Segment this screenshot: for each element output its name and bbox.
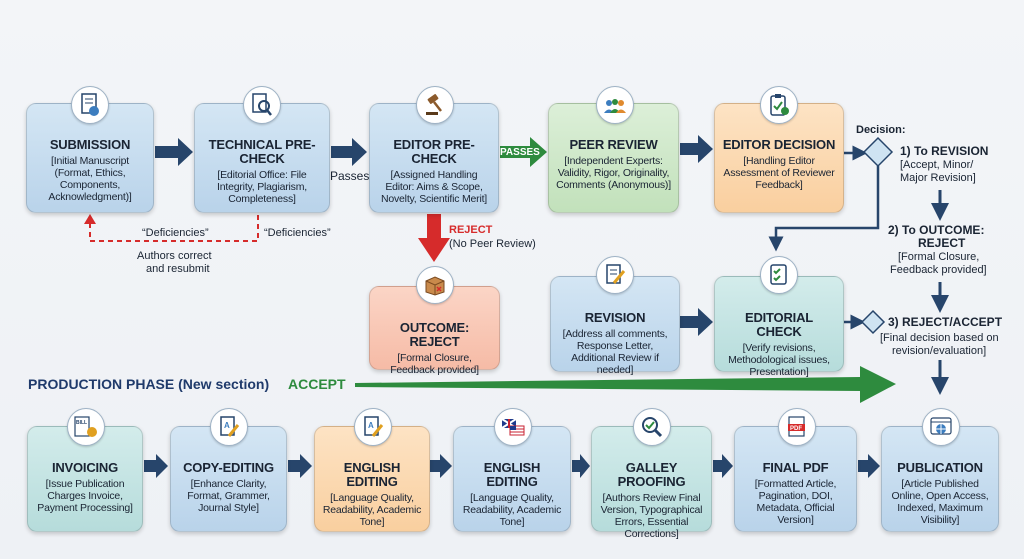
step-title: SUBMISSION	[49, 137, 131, 152]
step-title: EDITOR DECISION	[722, 137, 836, 152]
resubmit-arrowhead	[84, 214, 96, 224]
document-edit-icon: A	[354, 408, 392, 446]
arrow-technical-editor	[331, 138, 367, 166]
step-title: GALLEY PROOFING	[617, 460, 686, 489]
pdf-icon: PDF	[778, 408, 816, 446]
reject-label: REJECT	[449, 224, 493, 236]
globe-browser-icon	[922, 408, 960, 446]
english-icon-text: A	[368, 421, 374, 430]
step-title: FINAL PDF	[762, 460, 829, 475]
and-resubmit-label: and resubmit	[146, 263, 210, 275]
arrow-english2-galley	[572, 454, 590, 478]
decision-1-line1: [Accept, Minor/	[900, 159, 974, 171]
arrow-reject-down	[418, 214, 450, 262]
decision-1-line2: Major Revision]	[900, 172, 976, 184]
arrow-copy-english1	[288, 454, 312, 478]
step-editor-precheck: EDITOR PRE-CHECK [Assigned Handling Edit…	[369, 103, 499, 213]
arrow-invoicing-copy	[144, 454, 168, 478]
clipboard-check-icon	[760, 86, 798, 124]
step-desc: [Enhance Clarity, Format, Grammer, Journ…	[187, 478, 270, 514]
step-title: ENGLISH EDITING	[343, 460, 401, 489]
passes-label: Passes	[330, 169, 370, 183]
closed-box-icon	[416, 266, 454, 304]
arrow-editor-peer	[500, 137, 547, 167]
decision-3-line1: [Final decision based on	[880, 332, 999, 344]
deficiencies-label-1: “Deficiencies”	[142, 227, 209, 239]
step-desc: [Editorial Office: File Integrity, Plagi…	[217, 169, 307, 205]
gavel-icon	[416, 86, 454, 124]
magnifier-document-icon	[243, 86, 281, 124]
step-title: PUBLICATION	[897, 460, 983, 475]
production-phase-heading: PRODUCTION PHASE (New section)	[28, 376, 270, 392]
step-desc: [Assigned Handling Editor: Aims & Scope,…	[380, 169, 488, 205]
step-desc: [Verify revisions, Methodological issues…	[728, 342, 830, 378]
step-title: EDITOR PRE-CHECK	[393, 137, 475, 166]
deficiencies-label-2: “Deficiencies”	[264, 227, 331, 239]
checklist-icon	[760, 256, 798, 294]
step-desc: [Formatted Article, Pagination, DOI, Met…	[754, 478, 837, 526]
step-desc: [Initial Manuscript (Format, Ethics, Com…	[48, 155, 132, 203]
authors-correct-label: Authors correct	[137, 250, 212, 262]
accept-label: ACCEPT	[288, 376, 346, 392]
no-peer-review-label: (No Peer Review)	[449, 238, 536, 250]
step-desc: [Language Quality, Readability, Academic…	[322, 492, 422, 528]
arrow-decision-editorial	[768, 166, 880, 252]
step-title: OUTCOME: REJECT	[399, 320, 470, 349]
decision-2-title: 2) To OUTCOME:	[888, 223, 985, 237]
decision-2-line1: [Formal Closure,	[898, 251, 980, 263]
step-submission: SUBMISSION [Initial Manuscript (Format, …	[26, 103, 154, 213]
decision-2-title-2: REJECT	[918, 236, 966, 250]
step-english-editing-1: ENGLISH EDITING [Language Quality, Reada…	[314, 426, 430, 532]
step-desc: [Article Published Online, Open Access, …	[891, 478, 989, 526]
passes-green-label: PASSES	[500, 147, 540, 158]
step-title: COPY-EDITING	[183, 460, 274, 475]
decision-3-line2: revision/evaluation]	[892, 345, 987, 357]
arrow-galley-finalpdf	[713, 454, 733, 478]
step-desc: [Handling Editor Assessment of Reviewer …	[723, 155, 835, 191]
decision-diamond-1	[862, 136, 894, 168]
document-pen-icon	[596, 256, 634, 294]
decision-3-title: 3) REJECT/ACCEPT	[888, 315, 1003, 329]
pdf-icon-text: PDF	[790, 426, 802, 432]
step-desc: [Language Quality, Readability, Academic…	[462, 492, 562, 528]
invoice-icon-text: BILL	[76, 420, 87, 426]
reviewers-icon	[596, 86, 634, 124]
step-desc: [Independent Experts: Validity, Rigor, O…	[556, 155, 671, 191]
flags-icon	[494, 408, 532, 446]
arrow-submission-technical	[155, 138, 193, 166]
step-title: EDITORIAL CHECK	[744, 310, 814, 339]
step-title: INVOICING	[51, 460, 119, 475]
step-desc: [Issue Publication Charges Invoice, Paym…	[37, 478, 133, 514]
arrow-accept	[355, 366, 896, 403]
invoice-icon: BILL	[67, 408, 105, 446]
step-desc: [Address all comments, Response Letter, …	[562, 328, 668, 376]
step-desc: [Formal Closure, Feedback provided]	[390, 352, 479, 376]
arrow-english1-english2	[430, 454, 452, 478]
step-galley-proofing: GALLEY PROOFING [Authors Review Final Ve…	[591, 426, 712, 540]
decision-1-title: 1) To REVISION	[900, 144, 989, 158]
arrow-peer-decision	[680, 135, 713, 163]
arrow-revision-editorial	[680, 308, 713, 336]
step-title: REVISION	[584, 310, 646, 325]
document-icon	[71, 86, 109, 124]
step-title: TECHNICAL PRE-CHECK	[208, 137, 316, 166]
decision-diamond-2	[860, 309, 886, 335]
decision-2-line2: Feedback provided]	[890, 264, 987, 276]
search-check-icon	[633, 408, 671, 446]
decision-label: Decision:	[856, 124, 906, 136]
step-title: ENGLISH EDITING	[483, 460, 541, 489]
edit-icon-text: A	[224, 421, 230, 430]
arrow-finalpdf-publication	[858, 454, 880, 478]
edit-document-icon: A	[210, 408, 248, 446]
resubmit-dashed-line	[89, 215, 259, 242]
step-title: PEER REVIEW	[569, 137, 658, 152]
step-desc: [Authors Review Final Version, Typograph…	[600, 492, 703, 540]
